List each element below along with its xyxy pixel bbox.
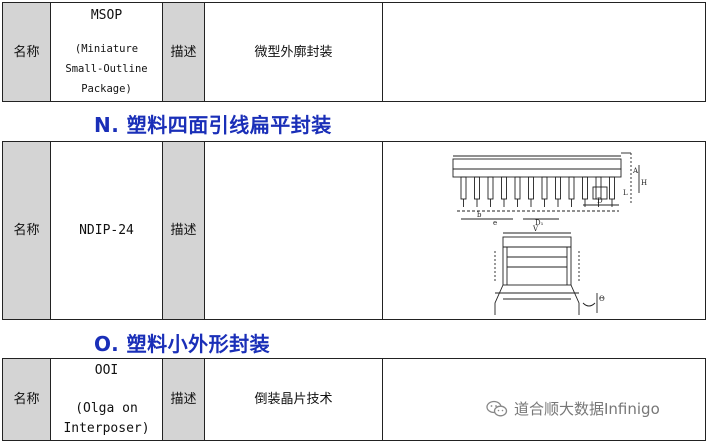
package-code-cell: OOI (Olga on Interposer) [50,358,163,441]
desc-label: 描述 [170,223,197,238]
name-label: 名称 [13,392,40,407]
package-fullname-line: (Miniature [74,43,139,55]
dim-label-l: L [623,189,628,197]
desc-label: 描述 [170,44,197,60]
desc-cell: 倒装晶片技术 [204,358,383,441]
dim-label-v: V [532,225,539,233]
package-fullname-line: (Olga on [75,400,138,416]
package-code-cell: NDIP-24 [50,141,163,320]
name-label: 名称 [13,44,40,60]
desc-text: 微型外廓封装 [254,44,333,60]
pin [514,176,521,199]
image-cell [382,358,706,441]
pin [501,176,507,199]
pin [474,176,480,199]
desc-label-cell: 描述 [162,2,205,102]
desc-label: 描述 [170,392,197,407]
package-code-cell: MSOP (Miniature Small-Outline Package) [50,2,163,102]
package-code: OOI [94,362,119,378]
package-code: MSOP [90,8,123,23]
section-heading-o: O. 塑料小外形封装 [94,332,271,356]
dim-label-d: D [597,197,603,205]
package-fullname-line: Interposer) [63,420,150,436]
image-cell [382,2,706,102]
name-label-cell: 名称 [2,358,51,441]
pin [541,176,548,199]
package-fullname-line: Small-Outline [65,63,148,75]
image-cell: b e D₁ D A H L V Θ [382,141,706,320]
package-table-msop: 名称 MSOP (Miniature Small-Outline Package… [2,2,706,102]
pin [460,176,467,199]
desc-label-cell: 描述 [162,141,205,320]
dim-label-theta: Θ [599,295,605,303]
name-label: 名称 [13,223,40,238]
dim-label-b: b [477,211,482,219]
watermark-text: 道合顺大数据Infinigo [514,400,660,418]
section-heading-n: N. 塑料四面引线扁平封装 [94,113,332,137]
dim-label-e: e [493,219,497,227]
desc-label-cell: 描述 [162,358,205,441]
name-label-cell: 名称 [2,141,51,320]
package-fullname-line: Package) [81,83,132,95]
pin [555,176,561,199]
wechat-icon [486,400,508,416]
pin [595,176,602,199]
name-label-cell: 名称 [2,2,51,102]
pin [528,176,534,199]
dim-label-d1: D₁ [535,219,544,227]
watermark: 道合顺大数据Infinigo [486,398,660,419]
package-table-ooi: 名称 OOI (Olga on Interposer) 描述 倒装晶片技术 [2,358,706,441]
pin [609,176,615,199]
desc-cell: 微型外廓封装 [204,2,383,102]
package-table-ndip: 名称 NDIP-24 描述 [2,141,706,320]
pin [568,176,575,199]
dim-label-a: A [632,167,639,175]
desc-text: 倒装晶片技术 [254,392,333,407]
dim-label-h: H [641,179,647,187]
ndip-package-drawing: b e D₁ D A H L V Θ [452,152,647,315]
package-code: NDIP-24 [79,223,134,238]
pin-row [460,176,615,207]
desc-cell [204,141,383,320]
pin [487,176,494,199]
pin [582,176,588,199]
